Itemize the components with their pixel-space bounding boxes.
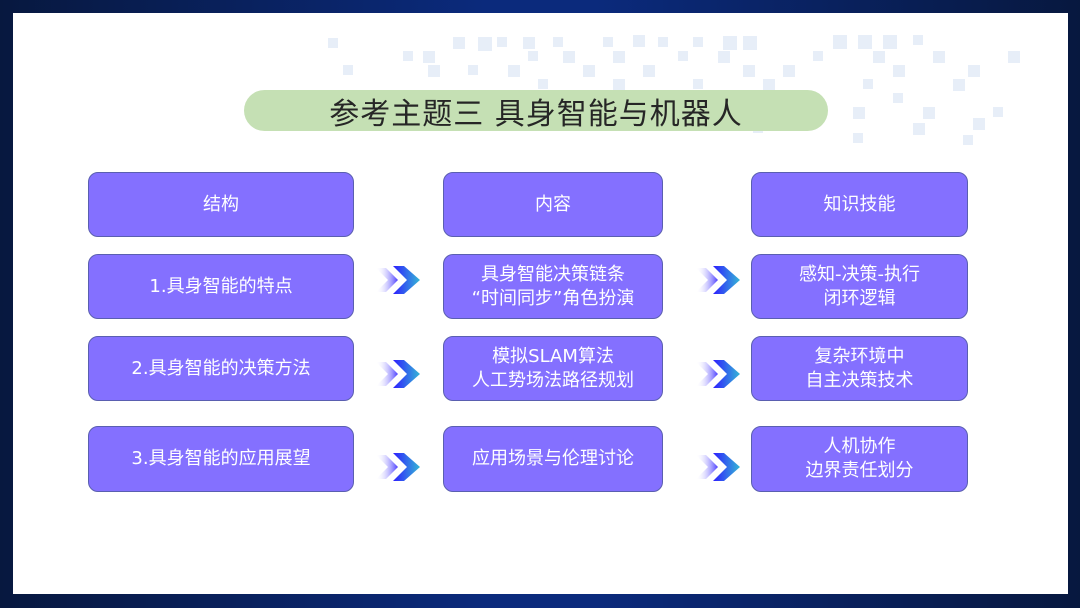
structure-box-3: 3.具身智能的应用展望 xyxy=(88,426,354,492)
double-chevron-right-icon xyxy=(696,263,742,297)
skills-line: 闭环逻辑 xyxy=(823,287,896,309)
skills-box-2: 复杂环境中 自主决策技术 xyxy=(751,336,968,401)
content-box-2: 模拟SLAM算法 人工势场法路径规划 xyxy=(443,336,663,401)
skills-line: 人机协作 xyxy=(823,436,896,457)
skills-line: 边界责任划分 xyxy=(805,460,914,481)
double-chevron-right-icon xyxy=(696,450,742,484)
double-chevron-right-icon xyxy=(376,450,422,484)
header-content-label: 内容 xyxy=(535,193,571,215)
header-structure: 结构 xyxy=(88,172,354,237)
double-chevron-right-icon xyxy=(376,263,422,297)
double-chevron-right-icon xyxy=(376,357,422,391)
structure-box-2: 2.具身智能的决策方法 xyxy=(88,336,354,401)
header-skills-label: 知识技能 xyxy=(823,193,896,215)
content-line: 应用场景与伦理讨论 xyxy=(472,448,634,469)
header-content: 内容 xyxy=(443,172,663,237)
header-structure-label: 结构 xyxy=(203,193,239,215)
skills-line: 感知-决策-执行 xyxy=(799,263,920,285)
skills-box-3: 人机协作 边界责任划分 xyxy=(751,426,968,492)
content-line: 模拟SLAM算法 xyxy=(492,345,614,367)
skills-line: 自主决策技术 xyxy=(805,369,914,391)
double-chevron-right-icon xyxy=(696,357,742,391)
structure-box-1: 1.具身智能的特点 xyxy=(88,254,354,319)
structure-label: 1.具身智能的特点 xyxy=(149,275,293,297)
header-skills: 知识技能 xyxy=(751,172,968,237)
content-line: 具身智能决策链条 xyxy=(481,263,625,285)
structure-label: 2.具身智能的决策方法 xyxy=(131,357,311,379)
page-title: 参考主题三 具身智能与机器人 xyxy=(329,96,743,132)
content-line: 人工势场法路径规划 xyxy=(472,369,634,391)
slide-canvas: 参考主题三 具身智能与机器人 结构 内容 知识技能 1.具身智能的特点 具身智能… xyxy=(13,13,1068,594)
content-box-3: 应用场景与伦理讨论 xyxy=(443,426,663,492)
skills-box-1: 感知-决策-执行 闭环逻辑 xyxy=(751,254,968,319)
skills-line: 复杂环境中 xyxy=(814,345,905,367)
content-line: “时间同步”角色扮演 xyxy=(471,287,635,309)
content-box-1: 具身智能决策链条 “时间同步”角色扮演 xyxy=(443,254,663,319)
title-banner: 参考主题三 具身智能与机器人 xyxy=(244,90,828,132)
structure-label: 3.具身智能的应用展望 xyxy=(131,448,311,469)
